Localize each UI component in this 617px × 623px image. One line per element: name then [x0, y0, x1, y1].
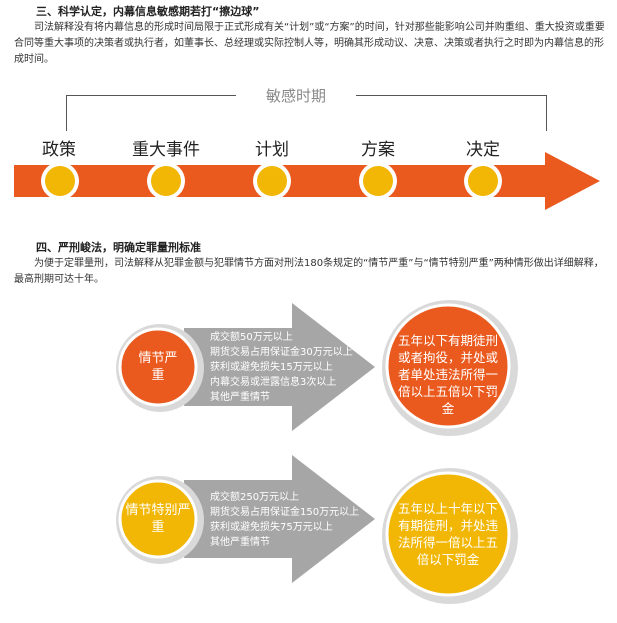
criteria-item: 期货交易占用保证金30万元以上 — [210, 347, 353, 358]
timeline-dot-scheme — [359, 162, 397, 200]
criteria-item: 成交额50万元以上 — [210, 332, 293, 343]
criteria-item: 获利或避免损失15万元以上 — [210, 362, 333, 373]
punishment-serious: 五年以下有期徒刑或者拘役，并处或者单处违法所得一倍以上五倍以下罚金 — [398, 333, 499, 416]
section4-heading: 四、严刑峻法，明确定罪量刑标准 — [36, 241, 201, 254]
left-circle — [118, 479, 198, 559]
criteria-arrow — [184, 455, 375, 583]
stage-label-scheme: 方案 — [361, 140, 395, 160]
criteria-list-especially-serious: 成交额250万元以上 期货交易占用保证金150万元以上 获利或避免损失75万元以… — [210, 490, 359, 550]
criteria-list-serious: 成交额50万元以上 期货交易占用保证金30万元以上 获利或避免损失15万元以上 … — [210, 330, 353, 405]
stage-label-major-event: 重大事件 — [132, 140, 200, 160]
criteria-item: 成交额250万元以上 — [210, 492, 300, 503]
bracket-top-left — [66, 95, 238, 96]
criteria-item: 其他严重情节 — [210, 537, 270, 548]
timeline-dot-decision — [464, 162, 502, 200]
right-circle — [385, 471, 511, 597]
bracket-right-leg — [546, 95, 547, 131]
timeline-arrow — [14, 152, 600, 210]
timeline-arrow-graphic — [14, 152, 600, 210]
criteria-item: 其他严重情节 — [210, 392, 270, 403]
punishment-especially-serious: 五年以上十年以下有期徒刑，并处违法所得一倍以上五倍以下罚金 — [398, 501, 499, 567]
timeline-dot-major-event — [147, 162, 185, 200]
criteria-arrow — [184, 303, 375, 431]
criteria-item: 获利或避免损失75万元以上 — [210, 522, 333, 533]
penalty-row-especially-serious-graphic — [116, 455, 518, 604]
criteria-item: 内幕交易或泄露信息3次以上 — [210, 377, 337, 388]
timeline-dot-plan — [253, 162, 291, 200]
criteria-item: 期货交易占用保证金150万元以上 — [210, 507, 360, 518]
stage-label-decision: 决定 — [466, 140, 500, 160]
stage-label-plan: 计划 — [255, 140, 289, 160]
penalty-row-serious-graphic — [116, 300, 518, 436]
penalty-label-especially-serious: 情节特别严重 — [125, 503, 191, 535]
penalty-label-serious: 情节严重 — [138, 351, 178, 383]
right-circle — [385, 303, 511, 429]
bracket-left-leg — [66, 95, 67, 131]
section3-paragraph: 司法解释没有将内幕信息的形成时间局限于正式形成有关“计划”或“方案”的时间，针对… — [14, 22, 605, 65]
stage-label-policy: 政策 — [42, 140, 76, 160]
left-circle — [118, 327, 198, 407]
section4-paragraph: 为便于定罪量刑，司法解释从犯罪金额与犯罪情节方面对刑法180条规定的“情节严重”… — [14, 258, 604, 285]
timeline-title: 敏感时期 — [236, 85, 356, 106]
timeline-dot-policy — [41, 162, 79, 200]
bracket-top-right — [354, 95, 547, 96]
section3-heading: 三、科学认定，内幕信息敏感期若打“擦边球” — [36, 5, 260, 18]
